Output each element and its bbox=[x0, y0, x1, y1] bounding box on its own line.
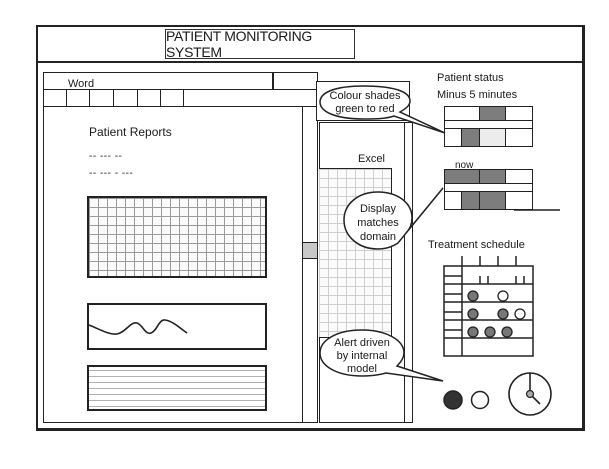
window-title: PATIENT MONITORING SYSTEM bbox=[165, 28, 355, 60]
status-cell-dark bbox=[479, 191, 506, 210]
report-text-line: -- --- - --- bbox=[89, 168, 134, 179]
alert-light-off-icon bbox=[470, 390, 490, 410]
colour-callout-line: green to red bbox=[335, 103, 395, 115]
report-grid-chart bbox=[87, 196, 267, 278]
treatment-dot-filled bbox=[467, 326, 479, 338]
status-cell bbox=[505, 191, 533, 210]
status-cell-dark bbox=[479, 106, 506, 121]
alert-callout-line: by internal bbox=[336, 350, 388, 362]
treatment-dot-filled bbox=[497, 308, 509, 320]
report-heading: Patient Reports bbox=[89, 125, 172, 139]
status-cell bbox=[505, 106, 533, 121]
report-text-line: -- --- -- bbox=[89, 151, 123, 162]
alert-callout-bubble bbox=[319, 329, 444, 382]
monitoring-window bbox=[36, 25, 585, 431]
display-callout-line: domain bbox=[359, 231, 397, 243]
treatment-dot-filled bbox=[501, 326, 513, 338]
alert-light-on-icon bbox=[443, 390, 463, 410]
status-cell-dark bbox=[461, 191, 480, 210]
display-callout-line: matches bbox=[357, 217, 399, 229]
word-scrollbar[interactable] bbox=[302, 107, 318, 423]
excel-app-label: Excel bbox=[358, 153, 385, 165]
treatment-dot-open bbox=[497, 290, 509, 302]
alert-callout-line: model bbox=[347, 363, 377, 375]
status-cell-dark bbox=[461, 128, 480, 147]
status-cell-dark bbox=[444, 169, 480, 184]
minus-5-minutes-label: Minus 5 minutes bbox=[437, 89, 518, 101]
status-grid-now bbox=[444, 169, 533, 211]
status-cell-dark bbox=[479, 169, 506, 184]
treatment-schedule-grid bbox=[443, 256, 534, 357]
status-cell-light bbox=[479, 128, 506, 147]
treatment-dot-filled bbox=[467, 290, 479, 302]
status-cell bbox=[444, 191, 462, 210]
patient-status-title: Patient status bbox=[437, 72, 504, 84]
colour-callout-bubble bbox=[319, 85, 446, 134]
status-cell bbox=[505, 169, 533, 184]
status-cell bbox=[444, 128, 462, 147]
toolbar-button[interactable] bbox=[160, 89, 184, 107]
waveform-trace bbox=[88, 319, 188, 335]
display-callout-bubble bbox=[343, 187, 444, 250]
report-waveform-box bbox=[87, 303, 267, 350]
status-grid-minus-5 bbox=[444, 106, 533, 148]
word-app-label: Word bbox=[68, 78, 95, 90]
display-callout-line: Display bbox=[359, 203, 397, 215]
treatment-dot-filled bbox=[484, 326, 496, 338]
clock-icon bbox=[508, 372, 552, 416]
treatment-dot-open bbox=[514, 308, 526, 320]
colour-callout-line: Colour shades bbox=[329, 90, 401, 102]
title-divider bbox=[37, 61, 583, 63]
scrollbar-thumb[interactable] bbox=[302, 242, 318, 259]
excel-scrollbar[interactable] bbox=[404, 122, 413, 423]
alert-indicators bbox=[443, 372, 552, 416]
status-cell bbox=[505, 128, 533, 147]
now-label: now bbox=[455, 160, 474, 171]
treatment-schedule-title: Treatment schedule bbox=[428, 239, 525, 251]
treatment-dot-filled bbox=[467, 308, 479, 320]
status-cell bbox=[444, 106, 480, 121]
alert-callout-line: Alert driven bbox=[334, 337, 390, 349]
report-text-block bbox=[87, 365, 267, 411]
